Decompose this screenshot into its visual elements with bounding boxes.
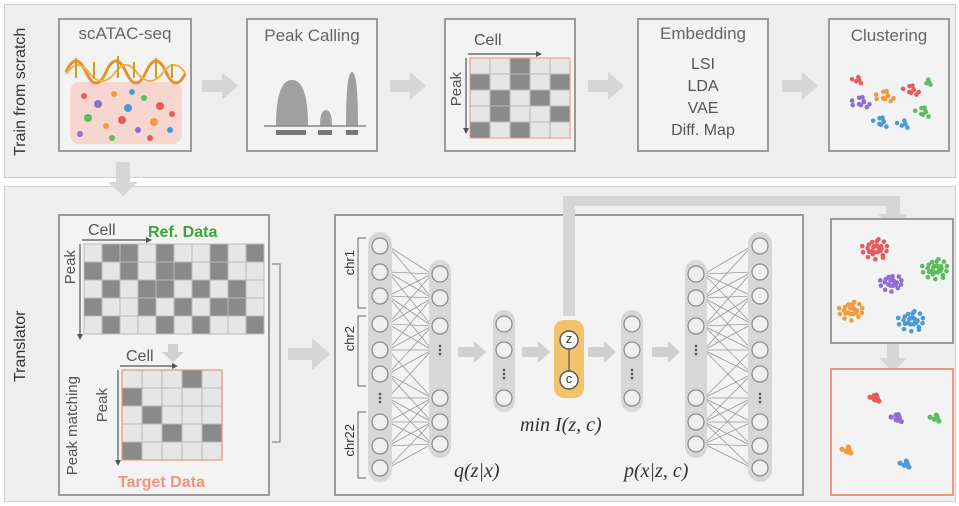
decoder-label: p(x|z, c) bbox=[624, 460, 689, 482]
count-matrix-box: Cell Peak bbox=[444, 18, 576, 152]
matrix-cell-label: Cell bbox=[474, 32, 502, 49]
network-diagram bbox=[357, 232, 772, 482]
arrow-peakcalling-to-matrix bbox=[390, 72, 426, 100]
latent-c-label: c bbox=[565, 371, 573, 386]
arrow-matrix-to-embedding bbox=[588, 72, 624, 100]
latent-z-label: z bbox=[565, 331, 573, 346]
clustering-scatter bbox=[849, 74, 933, 130]
embedding-method-diff-map: Diff. Map bbox=[671, 122, 735, 139]
peak-calling-illustration bbox=[264, 72, 366, 135]
ref-data-label: Ref. Data bbox=[148, 224, 218, 241]
target-cluster-box bbox=[830, 368, 954, 496]
pipeline-arrows bbox=[108, 72, 818, 196]
target-cluster-scatter bbox=[839, 392, 942, 470]
ref-target-grids bbox=[77, 237, 265, 466]
mutual-information-objective: min I(z, c) bbox=[520, 414, 602, 436]
embedding-method-lsi: LSI bbox=[690, 56, 715, 73]
encoder-label: q(z|x) bbox=[454, 460, 500, 482]
bracket-to-network bbox=[272, 263, 330, 443]
reference-cluster-scatter bbox=[836, 236, 950, 334]
embedding-box: Embedding LSI LDA VAE Diff. Map bbox=[637, 18, 769, 152]
scatac-seq-title: scATAC-seq bbox=[78, 24, 172, 43]
reference-cluster-box bbox=[830, 218, 954, 344]
embedding-title: Embedding bbox=[659, 24, 746, 43]
scatac-seq-illustration bbox=[64, 56, 186, 144]
arrow-input-to-translator bbox=[108, 162, 138, 196]
latent-c-node: c bbox=[560, 371, 578, 390]
clustering-title: Clustering bbox=[850, 26, 928, 45]
arrow-input-to-peakcalling bbox=[202, 72, 238, 100]
latent-z-node: z bbox=[560, 331, 578, 350]
peak-calling-box: Peak Calling bbox=[246, 18, 378, 152]
arrow-peak-matching bbox=[162, 344, 184, 362]
embedding-method-vae: VAE bbox=[687, 100, 719, 117]
peak-calling-title: Peak Calling bbox=[264, 26, 360, 45]
target-cell-label: Cell bbox=[126, 348, 154, 365]
arrow-cluster-to-target bbox=[879, 344, 907, 372]
scatac-seq-box: scATAC-seq bbox=[58, 18, 192, 152]
ref-cell-label: Cell bbox=[88, 222, 116, 239]
target-data-label: Target Data bbox=[118, 474, 205, 491]
arrow-embedding-to-clustering bbox=[782, 72, 818, 100]
clustering-box: Clustering bbox=[828, 18, 950, 152]
embedding-method-lda: LDA bbox=[687, 78, 719, 95]
matrix-grid bbox=[463, 51, 571, 139]
reference-data-box: Cell Ref. Data Peak Peak matching Cell P… bbox=[58, 214, 270, 496]
